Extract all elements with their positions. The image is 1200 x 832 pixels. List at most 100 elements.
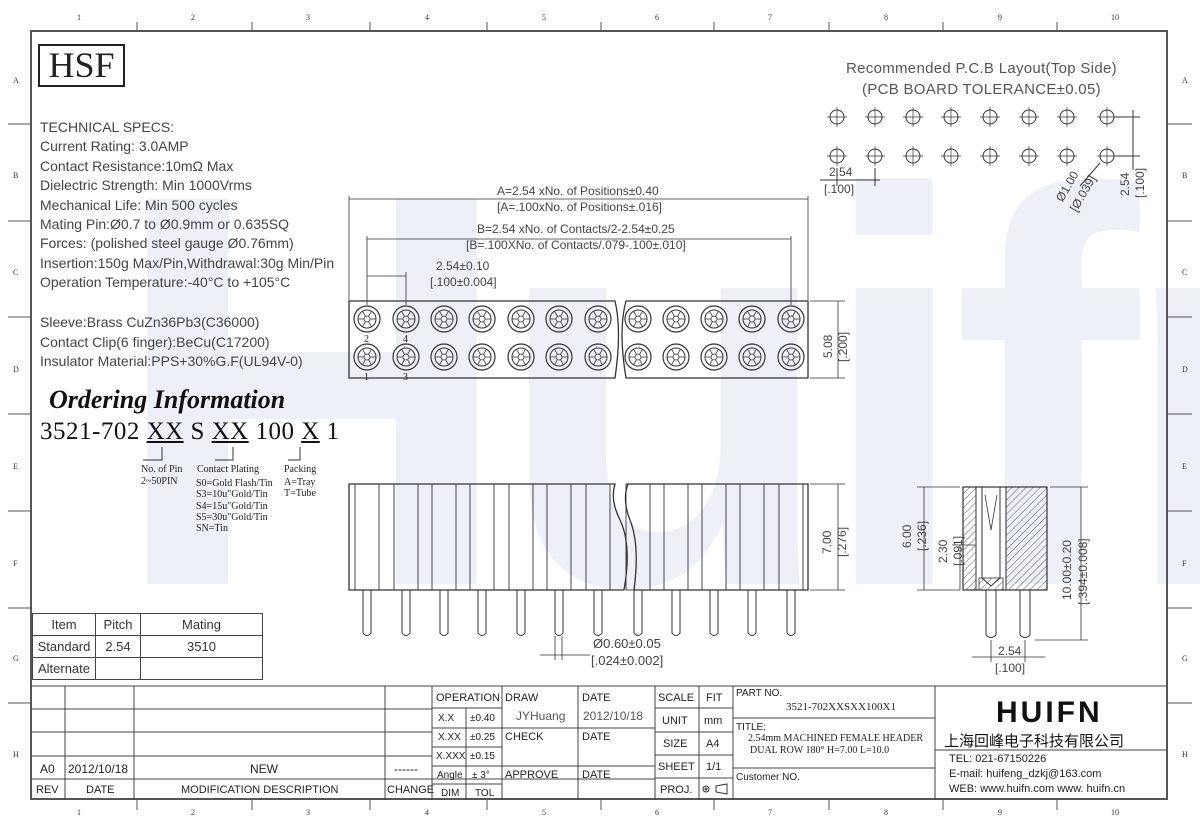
- pcb-hole: [1019, 107, 1039, 127]
- pin-number: 3: [403, 372, 408, 383]
- date-header: DATE: [86, 784, 115, 796]
- zone-number: 7: [768, 13, 772, 22]
- contact-hole: [584, 343, 612, 371]
- zone-letter: H: [13, 750, 19, 759]
- code-plating-field: XX: [211, 418, 249, 445]
- contact-hole: [430, 305, 458, 333]
- spec-line: Dielectric Strength: Min 1000Vrms: [40, 177, 252, 194]
- zone-number: 1: [77, 13, 81, 22]
- draw-label: DRAW: [505, 692, 539, 704]
- item-cell: Standard: [32, 635, 96, 658]
- code-100: 100: [248, 418, 302, 445]
- proj-label: PROJ.: [660, 784, 693, 796]
- rev-value: A0: [40, 762, 55, 776]
- zone-letter: C: [1182, 268, 1188, 277]
- item-table: Item Pitch Mating Standard 2.54 3510 Alt…: [32, 613, 263, 680]
- contact-hole: [353, 305, 381, 333]
- dim-pitch-in: [.100±0.004]: [430, 275, 497, 289]
- spec-line: Insertion:150g Max/Pin,Withdrawal:30g Mi…: [40, 254, 335, 271]
- tol-label: X.XXX: [436, 751, 466, 762]
- zone-number: 10: [1111, 13, 1119, 22]
- contact-hole: [507, 343, 535, 371]
- zone-number: 9: [998, 13, 1002, 22]
- plating-option: SN=Tin: [196, 523, 228, 535]
- scale-label: SCALE: [658, 692, 695, 704]
- pcb-tolerance: (PCB BOARD TOLERANCE±0.05): [862, 81, 1101, 98]
- rev-change-value: ------: [394, 762, 418, 776]
- contact-hole: [545, 305, 573, 333]
- rev-header: REV: [36, 784, 59, 796]
- zone-number: 5: [542, 13, 546, 22]
- pcb-hole: [941, 146, 961, 166]
- contact-hole: [624, 305, 652, 333]
- dim-a-in: [A=.100xNo. of Positions±.016]: [497, 200, 663, 214]
- fit-label: FIT: [706, 692, 723, 704]
- pcb-title: Recommended P.C.B Layout(Top Side): [846, 60, 1117, 77]
- approve-label: APPROVE: [505, 769, 559, 781]
- pcb-hole: [1019, 146, 1039, 166]
- pcb-pitch-in: [.100]: [824, 182, 855, 196]
- pcb-hole: [903, 146, 923, 166]
- zone-letter: E: [13, 462, 18, 471]
- customer-label: Customer NO.: [736, 772, 800, 783]
- dim-b-in: [B=.100XNo. of Contacts/.079-.100±.010]: [466, 238, 686, 252]
- company-tel: TEL: 021-67150226: [949, 753, 1047, 765]
- contact-hole: [353, 343, 381, 371]
- part-no-value: 3521-702XXSXX100X1: [786, 701, 896, 713]
- operation-label: OPERATION: [436, 692, 500, 704]
- packing-option: A=Tray: [284, 477, 316, 488]
- company-web: WEB: www.huifn.com www. huifn.cn: [949, 783, 1126, 795]
- check-date-label: DATE: [582, 731, 611, 743]
- dim-section-w-in: [.100]: [995, 661, 1026, 675]
- tol-value: ±0.15: [470, 751, 495, 762]
- code-packing-field: X: [301, 418, 320, 445]
- zone-number: 6: [655, 13, 659, 22]
- contact-hole: [392, 305, 420, 333]
- tol-label: X.XX: [438, 732, 461, 743]
- pin-label: No. of Pin: [141, 464, 183, 475]
- contact-hole: [700, 305, 728, 333]
- zone-letter: H: [1182, 750, 1188, 759]
- rev-date-value: 2012/10/18: [68, 762, 129, 776]
- zone-letter: G: [13, 654, 19, 663]
- sheet-value: 1/1: [706, 761, 722, 773]
- pcb-pitch: 2.54: [829, 165, 853, 179]
- zone-number: 4: [425, 13, 429, 22]
- sheet-label: SHEET: [658, 761, 695, 773]
- packing-title: Packing: [284, 464, 317, 475]
- pcb-hole: [865, 107, 885, 127]
- projection-symbol: [702, 783, 728, 795]
- spec-line: Current Rating: 3.0AMP: [40, 138, 189, 155]
- pcb-hole: [1057, 146, 1077, 166]
- contact-hole: [468, 305, 496, 333]
- dim-b: B=2.54 xNo. of Contacts/2-2.54±0.25: [477, 222, 675, 236]
- part-no-label: PART NO.: [736, 688, 783, 699]
- contact-hole: [507, 305, 535, 333]
- spec-line: Operation Temperature:-40°C to +105°C: [40, 274, 291, 291]
- pin-number: 4: [403, 334, 408, 345]
- dim-pitch: 2.54±0.10: [436, 259, 490, 273]
- contact-hole: [777, 305, 805, 333]
- zone-letter: F: [1182, 559, 1187, 568]
- zone-number: 5: [542, 808, 546, 817]
- zone-letter: A: [1182, 76, 1188, 85]
- company-name: 上海回峰电子科技有限公司: [944, 733, 1125, 750]
- materials: Sleeve:Brass CuZn36Pb3(C36000) Contact C…: [40, 313, 303, 372]
- pcb-hole: [865, 146, 885, 166]
- zone-letter: F: [13, 559, 18, 568]
- zone-letter: E: [1182, 462, 1187, 471]
- code-s: S: [183, 418, 212, 445]
- zone-number: 10: [1111, 808, 1119, 817]
- material-line: Contact Clip(6 finger):BeCu(C17200): [40, 333, 270, 350]
- check-label: CHECK: [505, 731, 544, 743]
- rev-desc-value: NEW: [250, 762, 278, 776]
- code-prefix: 3521-702: [40, 418, 147, 445]
- contact-hole: [392, 343, 420, 371]
- title-line-2: DUAL ROW 180° H=7.00 L=10.0: [750, 745, 890, 756]
